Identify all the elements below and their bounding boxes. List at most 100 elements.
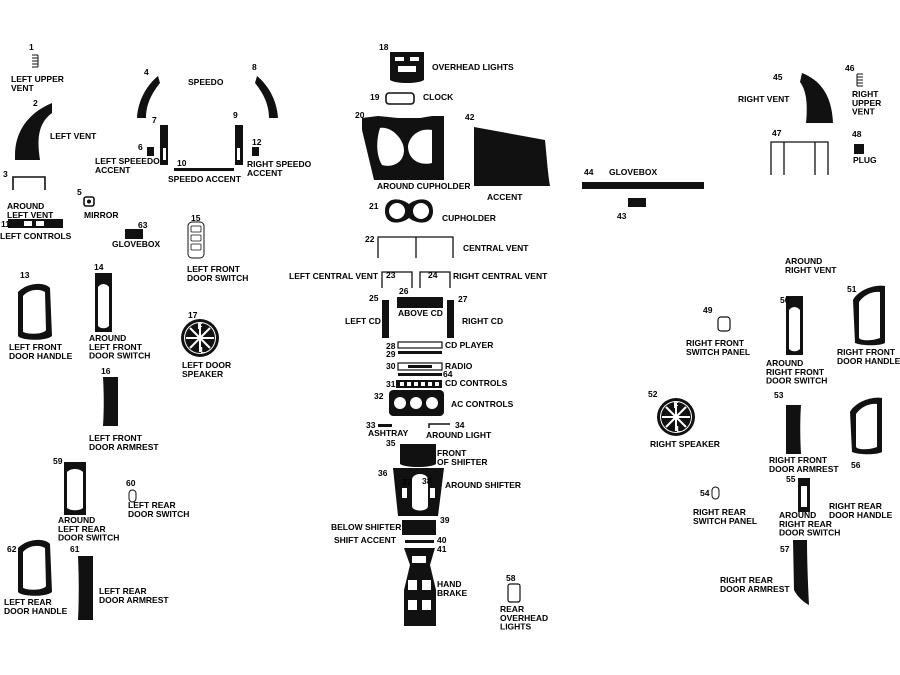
part-11-number: 11	[1, 219, 10, 229]
part-38-number: 38	[422, 476, 432, 486]
part-56-label: DOOR HANDLE	[829, 510, 893, 520]
part-17-label: LEFT DOOR	[182, 360, 231, 370]
part-2-label: LEFT VENT	[50, 131, 97, 141]
part-26-number: 26	[399, 286, 409, 296]
part-57-label: DOOR ARMREST	[720, 584, 790, 594]
part-61-label: LEFT REAR	[99, 586, 147, 596]
part-18-shape	[390, 52, 424, 83]
part-64-number: 64	[443, 369, 453, 379]
part-45-shape	[800, 73, 833, 123]
part-40-shape	[405, 540, 434, 543]
part-36-shape	[393, 468, 444, 516]
part-45-number: 45	[773, 72, 783, 82]
part-34-number: 34	[455, 420, 465, 430]
part-64-shape	[398, 373, 442, 376]
part-32-shape	[389, 390, 444, 416]
part-53-label: DOOR ARMREST	[769, 464, 839, 474]
part-53-shape	[786, 405, 801, 454]
part-24-number: 24	[428, 270, 438, 280]
part-49-label: SWITCH PANEL	[686, 347, 750, 357]
part-55-number: 55	[786, 474, 796, 484]
part-36-number: 36	[378, 468, 388, 478]
part-31-label: CD CONTROLS	[445, 378, 508, 388]
part-62-shape	[18, 539, 52, 596]
part-20-label: AROUND CUPHOLDER	[377, 181, 471, 191]
part-51-label: RIGHT FRONT	[837, 347, 896, 357]
part-13-label: LEFT FRONT	[9, 342, 63, 352]
part-29-number: 29	[386, 349, 396, 359]
part-48-shape	[854, 144, 864, 154]
part-63-shape	[125, 229, 143, 239]
part-39-label: BELOW SHIFTER	[331, 522, 401, 532]
part-28-shape	[397, 341, 443, 349]
part-6-shape	[147, 147, 154, 156]
part-35-label: FRONT	[437, 448, 467, 458]
part-5-shape	[83, 196, 95, 207]
part-60-shape	[128, 489, 137, 503]
part-52-letter-top: F	[674, 401, 679, 410]
part-59-label: DOOR SWITCH	[58, 533, 119, 543]
part-55-label: RIGHT REAR	[779, 519, 832, 529]
part-3-shape	[12, 176, 46, 190]
part-33-label: ASHTRAY	[368, 428, 409, 438]
part-10-label: SPEEDO ACCENT	[168, 174, 242, 184]
part-26-shape	[397, 297, 443, 308]
part-39-number: 39	[440, 515, 450, 525]
part-23-shape	[381, 271, 413, 288]
part-28-number: 28	[386, 341, 396, 351]
part-5-number: 5	[77, 187, 82, 197]
part-52-number: 52	[648, 389, 658, 399]
part-17-number: 17	[188, 310, 198, 320]
part-22-shape	[377, 236, 454, 258]
part-57-shape	[793, 540, 809, 605]
part-2-shape	[15, 103, 52, 160]
part-48-label: PLUG	[853, 155, 877, 165]
part-6-label: ACCENT	[95, 165, 131, 175]
part-14-label: AROUND	[89, 333, 126, 343]
part-37-shape	[402, 488, 407, 498]
part-56-label: RIGHT REAR	[829, 501, 882, 511]
part-1-label: VENT	[11, 83, 34, 93]
part-19-shape	[385, 92, 415, 105]
part-54-shape	[711, 486, 720, 500]
part-42-number: 42	[465, 112, 475, 122]
part-54-number: 54	[700, 488, 710, 498]
part-53-label: RIGHT FRONT	[769, 455, 828, 465]
part-32-number: 32	[374, 391, 384, 401]
part-54-label: SWITCH PANEL	[693, 516, 757, 526]
part-17-label: SPEAKER	[182, 369, 223, 379]
part-7-number: 7	[152, 115, 157, 125]
part-44-number: 44	[584, 167, 594, 177]
part-46-label: VENT	[852, 107, 875, 117]
part-12-number: 12	[252, 137, 262, 147]
part-27-shape	[447, 300, 454, 338]
part-50-label: RIGHT FRONT	[766, 367, 825, 377]
part-8-number: 8	[252, 62, 257, 72]
part-20-shape	[362, 116, 444, 180]
part-30-label: RADIO	[445, 361, 473, 371]
part-58-shape	[507, 583, 521, 603]
part-47-label: AROUND	[785, 256, 822, 266]
part-42-label: ACCENT	[487, 192, 523, 202]
part-59-label: AROUND	[58, 515, 95, 525]
part-2-number: 2	[33, 98, 38, 108]
part-17-shape: F L	[181, 319, 219, 357]
part-33-number: 33	[366, 420, 376, 430]
part-60-label: LEFT REAR	[128, 500, 176, 510]
part-50-label: DOOR SWITCH	[766, 376, 827, 386]
part-35-label: OF SHIFTER	[437, 457, 488, 467]
part-15-number: 15	[191, 213, 201, 223]
part-34-label: AROUND LIGHT	[426, 430, 492, 440]
part-46-number: 46	[845, 63, 855, 73]
part-16-shape	[103, 377, 118, 426]
part-60-label: DOOR SWITCH	[128, 509, 189, 519]
part-59-shape	[64, 462, 86, 515]
part-57-label: RIGHT REAR	[720, 575, 773, 585]
part-33-shape	[378, 424, 392, 427]
part-14-number: 14	[94, 262, 104, 272]
part-17-letter-bottom: L	[201, 346, 206, 355]
part-40-label: SHIFT ACCENT	[334, 535, 397, 545]
part-5-label: MIRROR	[84, 210, 118, 220]
part-52-label: RIGHT SPEAKER	[650, 439, 720, 449]
